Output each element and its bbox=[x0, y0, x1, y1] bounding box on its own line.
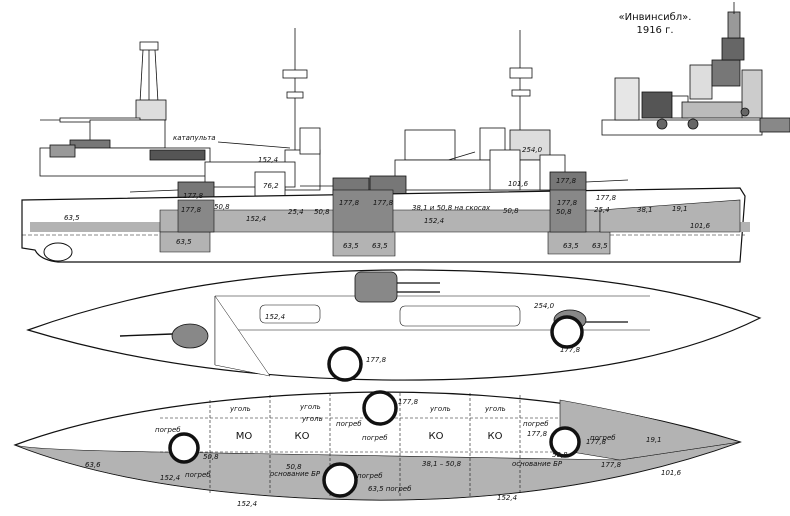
label-barbette-x2: 177,8 bbox=[557, 199, 578, 207]
plan-label-cond-254: 254,0 bbox=[534, 302, 555, 310]
label-belt-fore-low: 63,5 bbox=[176, 238, 192, 246]
upper-deck-plan: 152,4 254,0 177,8 177,8 bbox=[26, 269, 762, 382]
deck-508-b: 50,8 bbox=[286, 463, 302, 471]
label-barbette-q: 177,8 bbox=[373, 199, 394, 207]
deck-aft-1778: 177,8 bbox=[586, 438, 607, 446]
deck-508-c: 50,8 bbox=[552, 451, 568, 459]
label-belt-a1: 50,8 bbox=[214, 203, 230, 211]
plan-label-barbette-b: 177,8 bbox=[560, 346, 581, 354]
deck-bot-1778: 177,8 bbox=[601, 461, 622, 469]
plan-label-152: 152,4 bbox=[265, 313, 285, 321]
zone-ko-3: КО bbox=[488, 431, 503, 442]
label-belt-a3: 25,4 bbox=[288, 208, 304, 216]
plan-label-barbette: 177,8 bbox=[366, 356, 387, 364]
deck-bow-152: 152,4 bbox=[160, 474, 180, 482]
zone-ko-2: КО bbox=[429, 431, 444, 442]
deck-stern-1016: 101,6 bbox=[661, 469, 682, 477]
label-lower-q: 63,5 bbox=[372, 242, 388, 250]
lower-deck-plan: уголь уголь уголь уголь уголь МО КО КО К… bbox=[13, 390, 742, 508]
caption-title: «Инвинсибл». bbox=[619, 12, 692, 23]
coal-5: уголь bbox=[484, 405, 506, 413]
deck-508-a: 50,8 bbox=[203, 453, 219, 461]
label-catapult: катапульта bbox=[173, 134, 216, 142]
pogreb-5: погреб bbox=[185, 471, 211, 479]
label-cond-254: 254,0 bbox=[522, 146, 543, 154]
label-upper-152: 152,4 bbox=[258, 156, 278, 164]
label-funnel-1016: 101,6 bbox=[508, 180, 529, 188]
label-aft-381: 38,1 bbox=[637, 206, 653, 214]
label-belt-a4: 50,8 bbox=[314, 208, 330, 216]
zone-ko-1: КО bbox=[295, 431, 310, 442]
label-aft-1778: 177,8 bbox=[596, 194, 617, 202]
label-x-254: 25,4 bbox=[594, 206, 610, 214]
coal-2: уголь bbox=[299, 403, 321, 411]
pogreb-6: погреб bbox=[155, 426, 181, 434]
deck-osnovanie-b: основание БР bbox=[512, 460, 563, 468]
label-lower-x1: 63,5 bbox=[563, 242, 579, 250]
pogreb-7: погреб bbox=[357, 472, 383, 480]
label-barbette-p: 177,8 bbox=[339, 199, 360, 207]
deck-bow-635: 63,6 bbox=[85, 461, 101, 469]
caption-year: 1916 г. bbox=[636, 25, 673, 36]
label-deck-508: 50,8 bbox=[503, 207, 519, 215]
deck-bottom-152-b: 152,4 bbox=[497, 494, 517, 502]
deck-635-pogreb: 63,5 погреб bbox=[368, 485, 412, 493]
coal-3: уголь bbox=[301, 415, 323, 423]
pogreb-1: погреб bbox=[336, 420, 362, 428]
coal-4: уголь bbox=[429, 405, 451, 413]
label-barbette-a: 177,8 bbox=[183, 192, 204, 200]
label-deck-text: 38,1 и 50,8 на скосах bbox=[412, 204, 491, 212]
pogreb-4: погреб bbox=[590, 434, 616, 442]
deck-range: 38,1 – 50,8 bbox=[422, 460, 462, 468]
label-x-508: 50,8 bbox=[556, 208, 572, 216]
deck-bottom-152-a: 152,4 bbox=[237, 500, 257, 508]
label-funnel-762: 76,2 bbox=[263, 182, 279, 190]
deck-barbette-b: 177,8 bbox=[527, 430, 548, 438]
label-belt-152-mid: 152,4 bbox=[424, 217, 444, 225]
inset-1916-superstructure bbox=[601, 2, 790, 136]
deck-stern-191: 19,1 bbox=[646, 436, 662, 444]
label-belt-a2: 152,4 bbox=[246, 215, 266, 223]
side-profile: катапульта 63,5 63,5 177,8 177,8 50,8 15… bbox=[21, 28, 750, 263]
coal-1: уголь bbox=[229, 405, 251, 413]
deck-osnovanie-a: основание БР bbox=[270, 470, 321, 478]
label-lower-x2: 63,5 bbox=[592, 242, 608, 250]
label-lower-p: 63,5 bbox=[343, 242, 359, 250]
pogreb-3: погреб bbox=[523, 420, 549, 428]
pogreb-2: погреб bbox=[362, 434, 388, 442]
label-belt-fore: 63,5 bbox=[64, 214, 80, 222]
zone-mo: МО bbox=[236, 431, 253, 442]
label-aft-1016: 101,6 bbox=[690, 222, 711, 230]
label-turret-a-side: 177,8 bbox=[181, 206, 202, 214]
deck-barbette-a: 177,8 bbox=[398, 398, 419, 406]
label-barbette-x: 177,8 bbox=[556, 177, 577, 185]
label-aft-191: 19,1 bbox=[672, 205, 688, 213]
